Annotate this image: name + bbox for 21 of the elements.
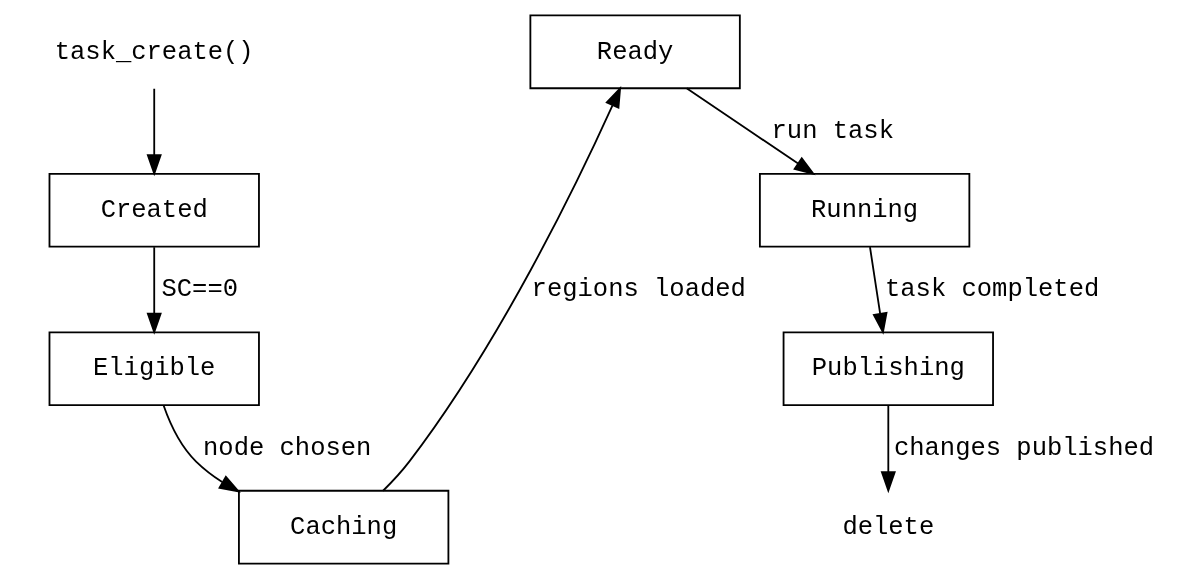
node-box: Caching bbox=[237, 489, 449, 565]
arrow bbox=[880, 404, 896, 494]
node-box: Created bbox=[48, 172, 260, 248]
arrow bbox=[146, 246, 162, 335]
node-text: delete bbox=[841, 512, 934, 542]
arrow bbox=[146, 87, 162, 177]
node-box: Ready bbox=[528, 14, 741, 90]
node-box: Running bbox=[758, 172, 970, 248]
arrow bbox=[381, 85, 621, 492]
node-text: task_create() bbox=[54, 37, 254, 67]
arrow bbox=[868, 246, 888, 335]
edge-label: SC==0 bbox=[161, 275, 238, 305]
arrow bbox=[685, 87, 816, 176]
node-box: Publishing bbox=[782, 331, 994, 407]
edge-label: run task bbox=[771, 116, 894, 146]
edge-label: changes published bbox=[893, 433, 1154, 463]
arrow bbox=[162, 404, 241, 493]
node-box: Eligible bbox=[48, 331, 260, 407]
edge-label: node chosen bbox=[202, 433, 371, 463]
edge-label: regions loaded bbox=[531, 275, 746, 305]
edge-label: task completed bbox=[884, 275, 1099, 305]
